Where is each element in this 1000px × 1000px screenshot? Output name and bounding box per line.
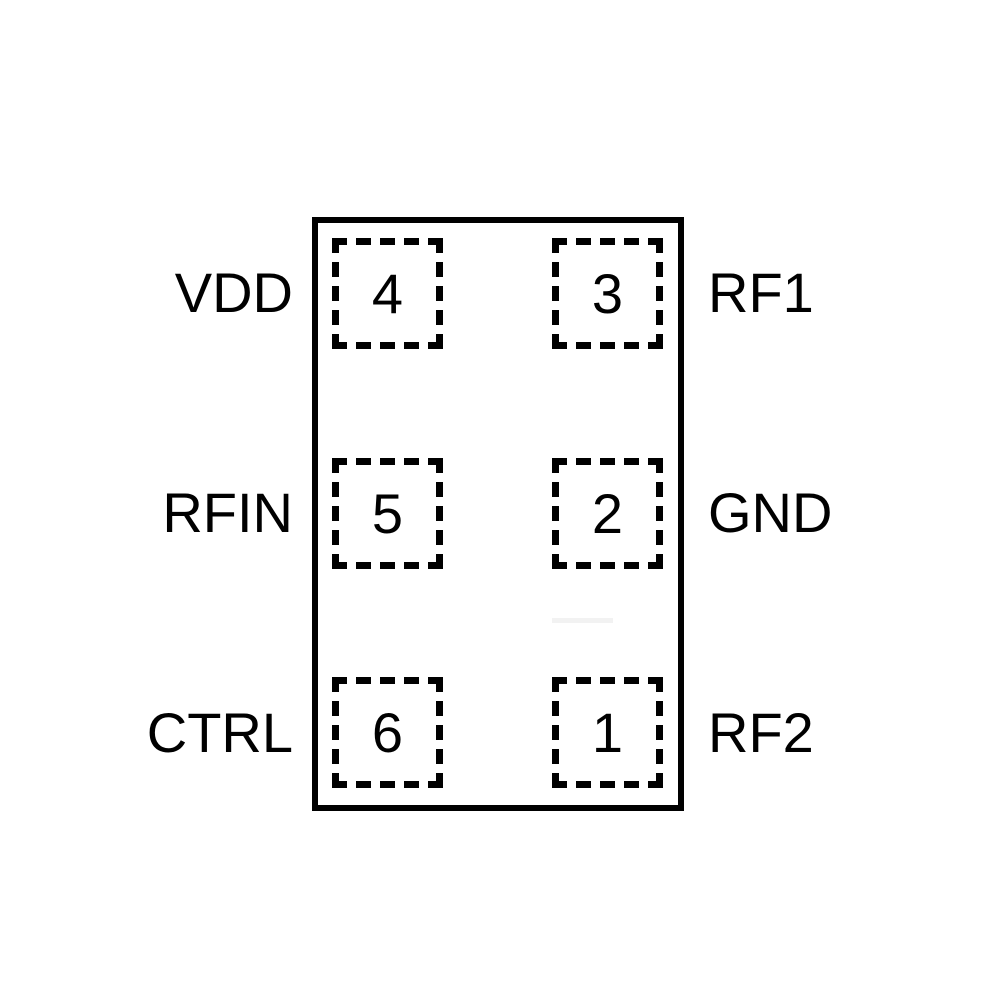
dashed-pad-border xyxy=(552,238,663,349)
pin-pad-6: 6 xyxy=(332,677,443,788)
pin-pad-2: 2 xyxy=(552,458,663,569)
dashed-pad-border xyxy=(552,458,663,569)
dashed-pad-border xyxy=(332,238,443,349)
pin-number-3: 3 xyxy=(591,261,624,325)
pin-pad-4: 4 xyxy=(332,238,443,349)
pin-number-1: 1 xyxy=(591,700,624,764)
pin-number-6: 6 xyxy=(371,700,404,764)
pin-number-2: 2 xyxy=(591,481,624,545)
dashed-pad-border xyxy=(332,458,443,569)
pin-label-ctrl: CTRL xyxy=(146,700,293,764)
dashed-pad-border xyxy=(552,677,663,788)
pin-label-rf2: RF2 xyxy=(708,700,814,764)
pin-label-rfin: RFIN xyxy=(162,480,293,544)
pin-number-5: 5 xyxy=(371,481,404,545)
pin-number-4: 4 xyxy=(371,261,404,325)
pin-label-rf1: RF1 xyxy=(708,260,814,324)
faint-artifact xyxy=(552,618,613,623)
dashed-pad-border xyxy=(332,677,443,788)
pin-pad-3: 3 xyxy=(552,238,663,349)
pin-label-gnd: GND xyxy=(708,480,833,544)
package-outline xyxy=(312,217,684,811)
pin-label-vdd: VDD xyxy=(174,260,293,324)
pin-pad-5: 5 xyxy=(332,458,443,569)
pin-pad-1: 1 xyxy=(552,677,663,788)
